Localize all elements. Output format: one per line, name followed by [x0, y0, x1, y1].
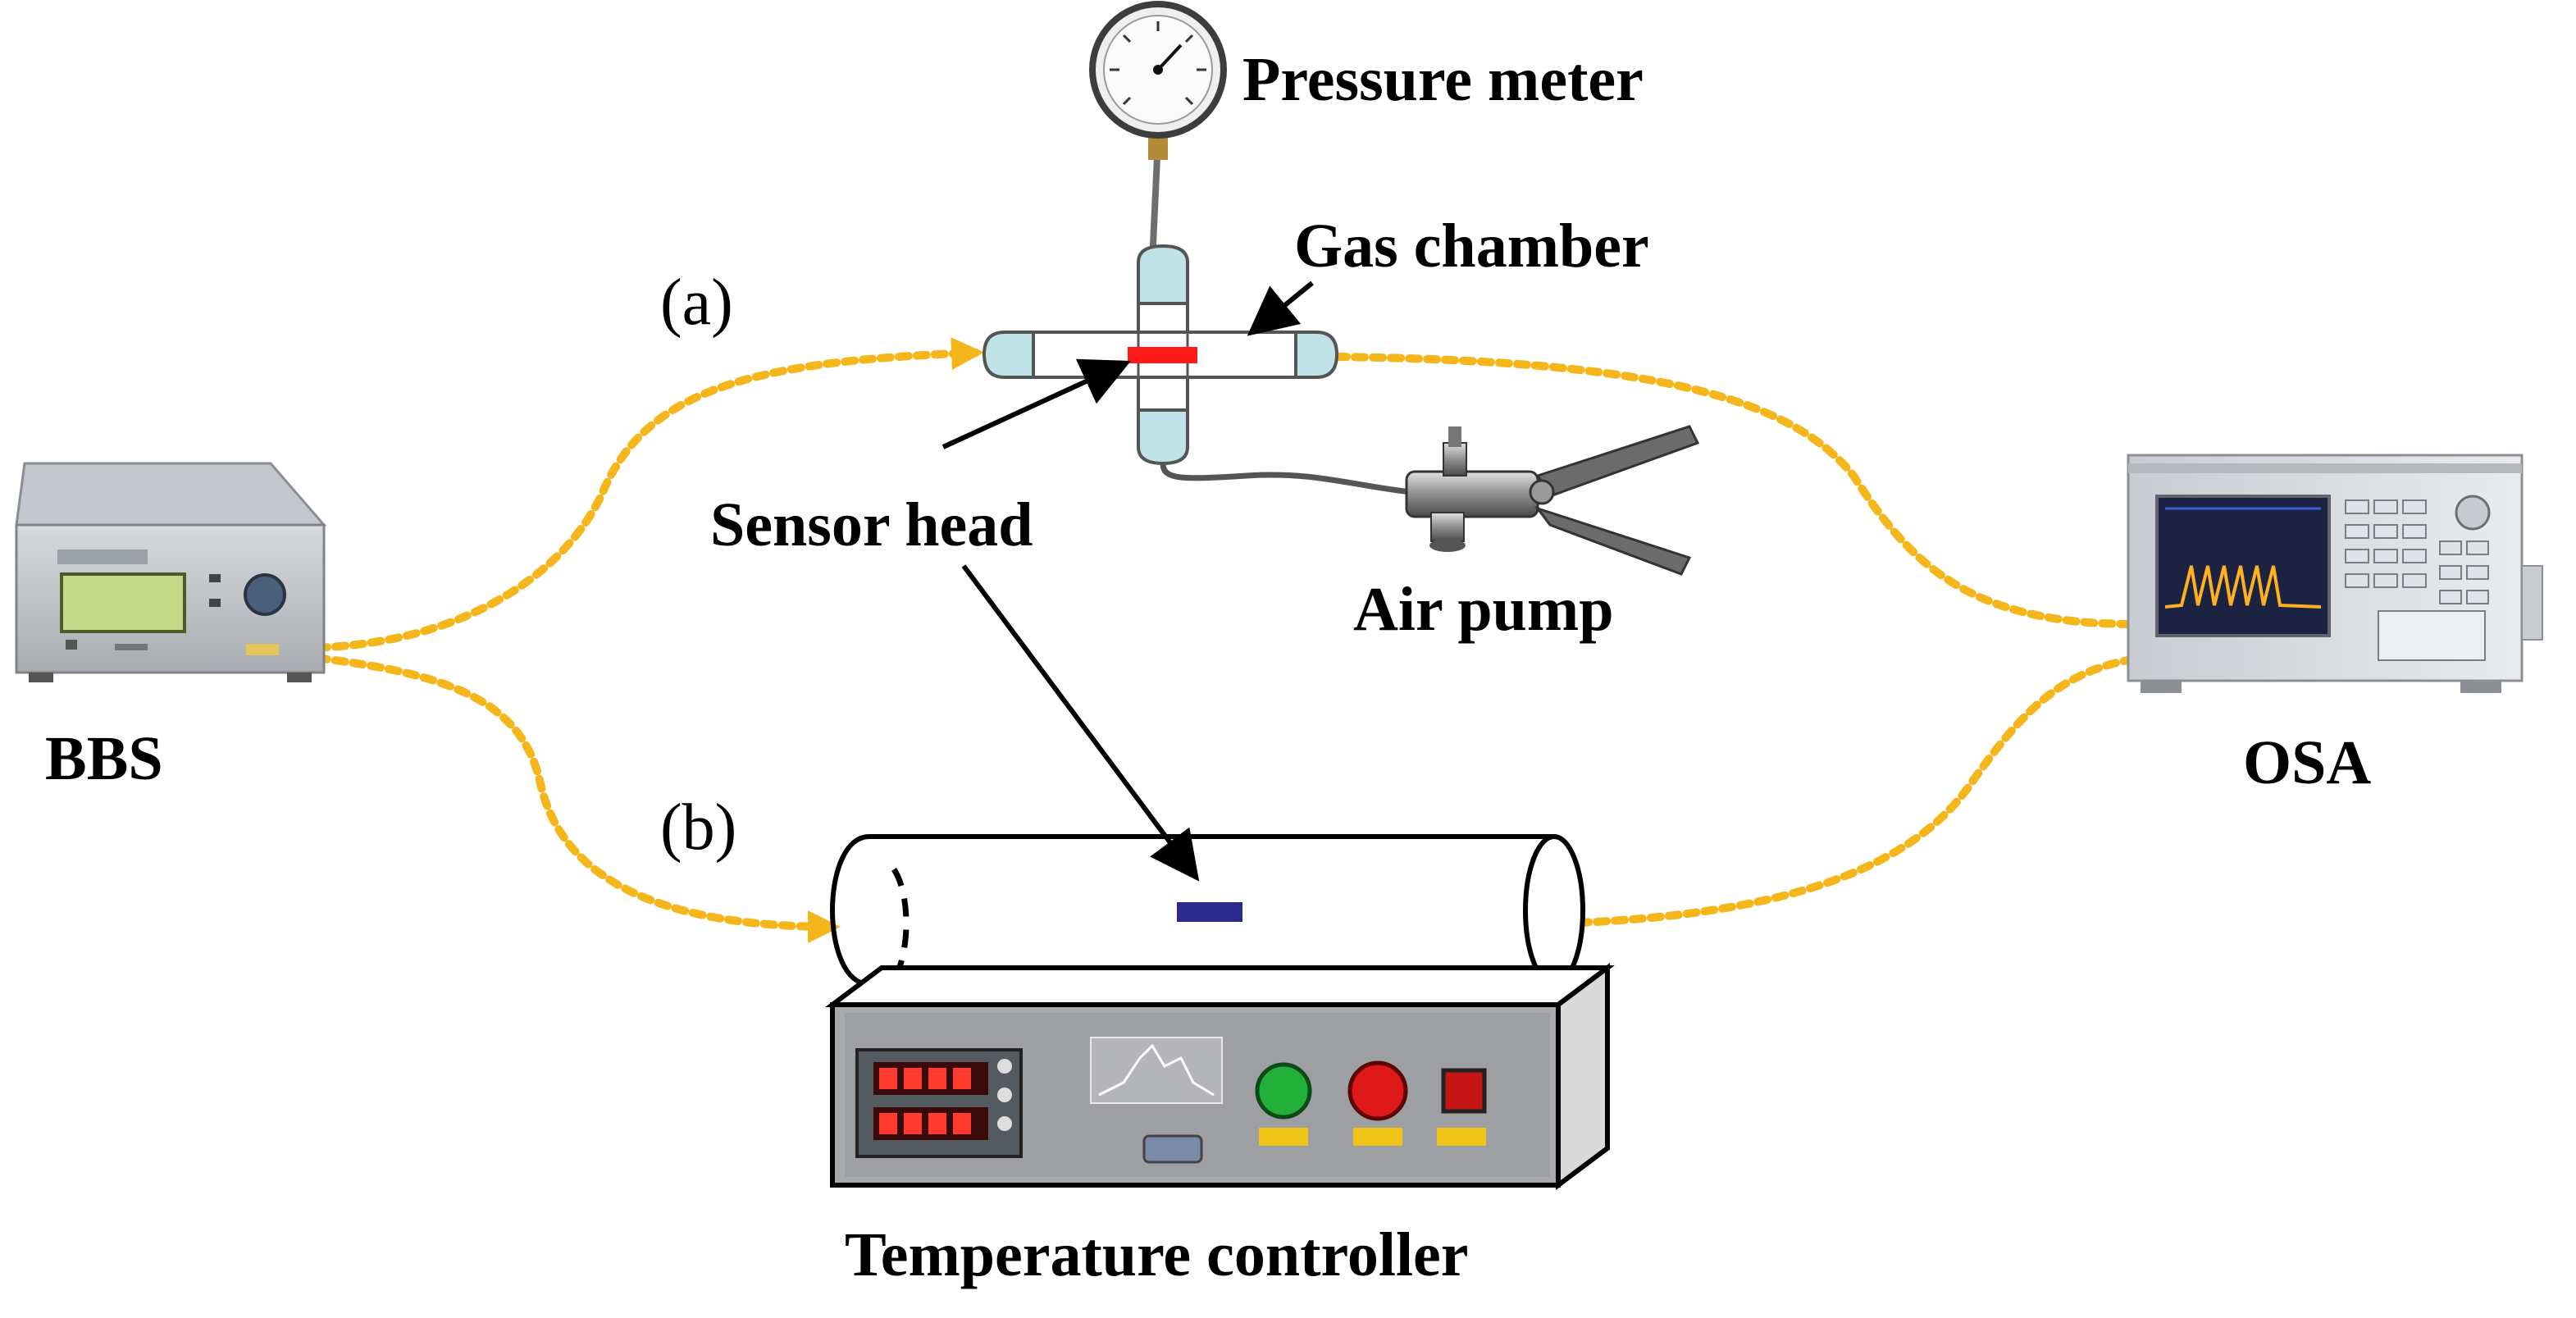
gas-chamber-label: Gas chamber [1294, 212, 1649, 280]
bbs-device [15, 462, 327, 682]
air-pump-label: Air pump [1353, 575, 1613, 644]
config-a-label: (a) [660, 267, 733, 339]
sensor-head-arrow-a [941, 358, 1131, 449]
temperature-controller-label: Temperature controller [845, 1220, 1469, 1289]
config-b-label: (b) [660, 791, 736, 864]
pressure-meter [1089, 1, 1227, 263]
sensor-head-arrow-b [961, 564, 1200, 882]
temperature-controller [825, 834, 1615, 1190]
fiber-gas-chamber-to-osa [1333, 353, 2407, 648]
sensor-head-b [1177, 902, 1242, 922]
gas-chamber [982, 244, 1339, 466]
air-pump [1160, 425, 1700, 576]
osa-device [2127, 454, 2543, 693]
bbs-label: BBS [45, 724, 163, 793]
fiber-paths [295, 337, 2407, 943]
fiber-temp-controller-to-osa [1575, 652, 2161, 927]
pressure-meter-label: Pressure meter [1242, 45, 1644, 114]
fiber-bbs-to-gas-chamber [295, 337, 984, 652]
sensor-head-label: Sensor head [710, 490, 1033, 559]
osa-label: OSA [2243, 728, 2371, 797]
gas-chamber-arrow [1247, 280, 1314, 336]
sensor-head-a [1128, 347, 1197, 363]
fiber-bbs-to-temp-controller [295, 652, 841, 943]
